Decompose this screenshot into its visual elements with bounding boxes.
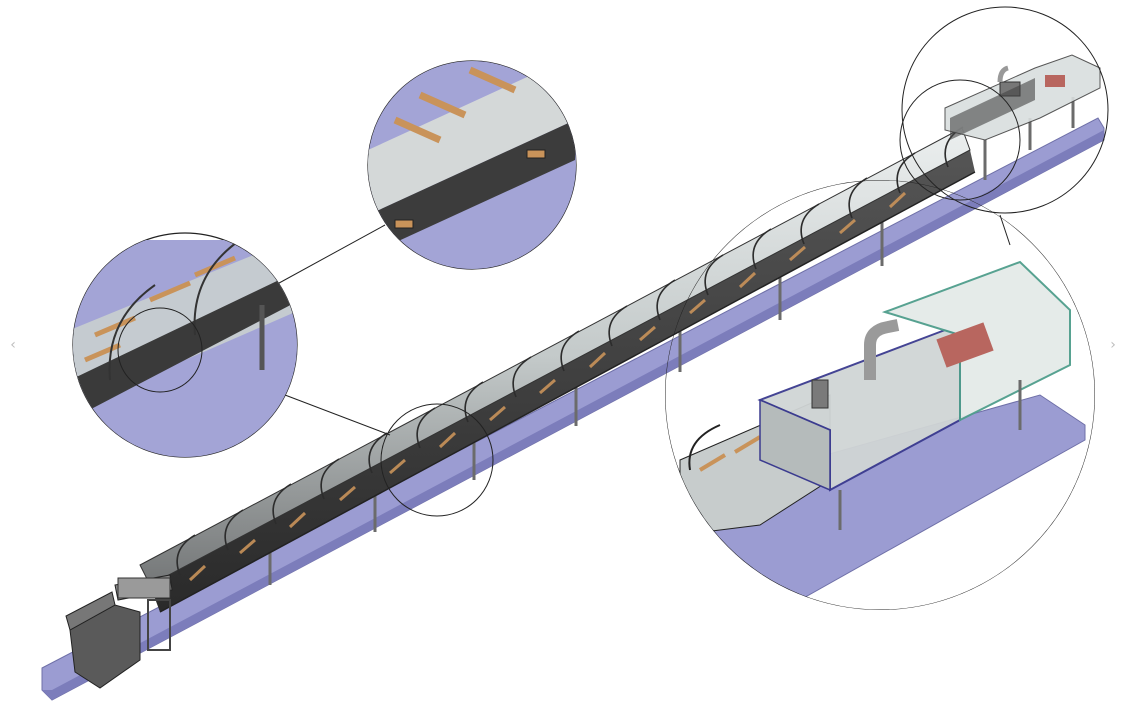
entry-hood [65,574,173,689]
conveyor-tunnel [139,126,976,613]
highlight-circle-exit [901,6,1109,214]
zoom-detail-left [72,232,298,458]
zoom-detail-right [665,180,1095,610]
zoom-callout-lines [269,214,1011,436]
chevron-right-icon[interactable]: › [1110,337,1116,353]
zoom-detail-top [367,60,577,270]
exit-module [944,54,1101,141]
highlight-circles [380,79,1021,517]
chevron-left-icon[interactable]: ‹ [10,337,16,353]
